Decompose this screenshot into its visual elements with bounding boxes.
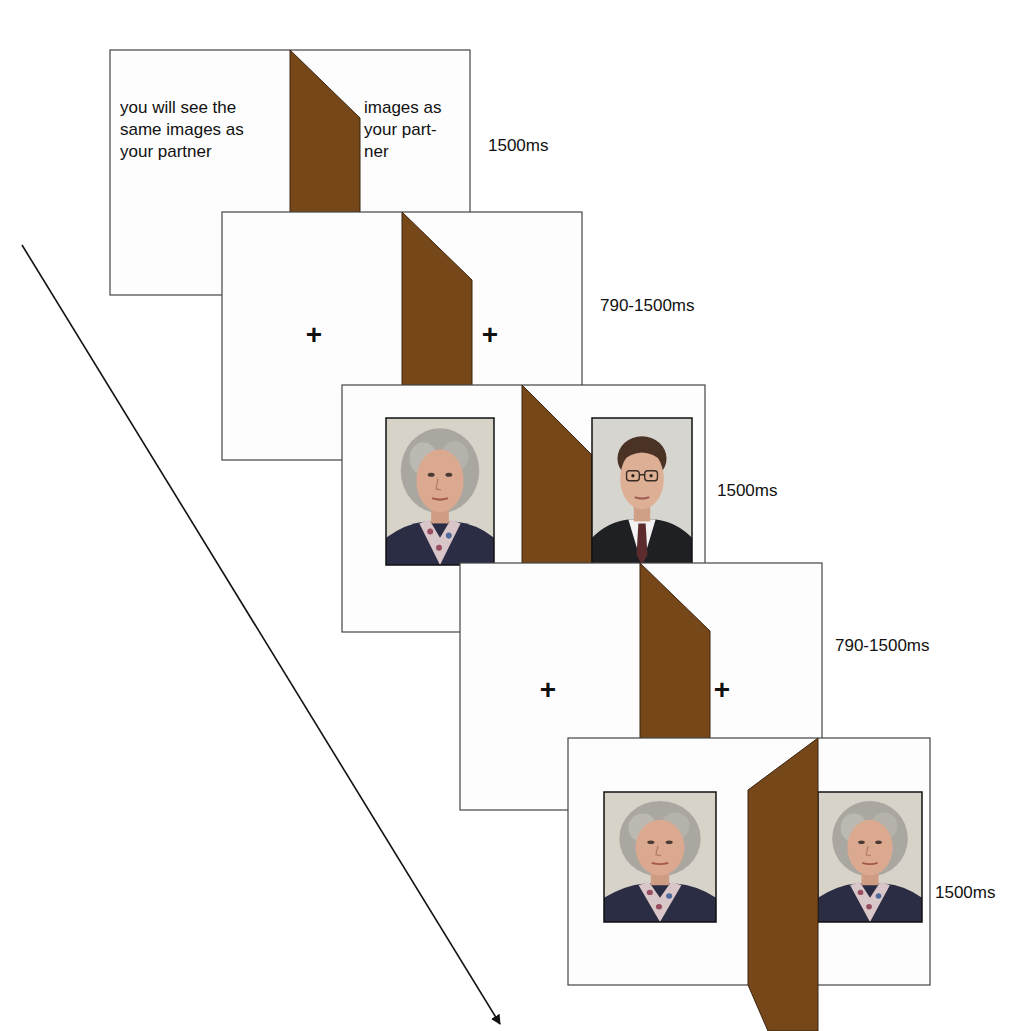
instruction-text: you will see the same images as your par… <box>120 97 270 163</box>
duration-label: 1500ms <box>935 883 995 903</box>
duration-label: 1500ms <box>717 481 777 501</box>
duration-label: 1500ms <box>488 136 548 156</box>
screen-frame: ++ <box>460 563 822 810</box>
screen-5 <box>568 738 930 1031</box>
duration-label: 790-1500ms <box>835 636 930 656</box>
duration-label: 790-1500ms <box>600 296 695 316</box>
instruction-text: images as your part- ner <box>364 97 459 163</box>
screen-frame: ++ <box>222 212 582 460</box>
fixation-cross: + <box>714 676 730 704</box>
fixation-cross: + <box>306 321 322 349</box>
fixation-cross: + <box>482 321 498 349</box>
fixation-cross: + <box>540 676 556 704</box>
screen-frame: you will see the same images as your par… <box>110 50 470 295</box>
